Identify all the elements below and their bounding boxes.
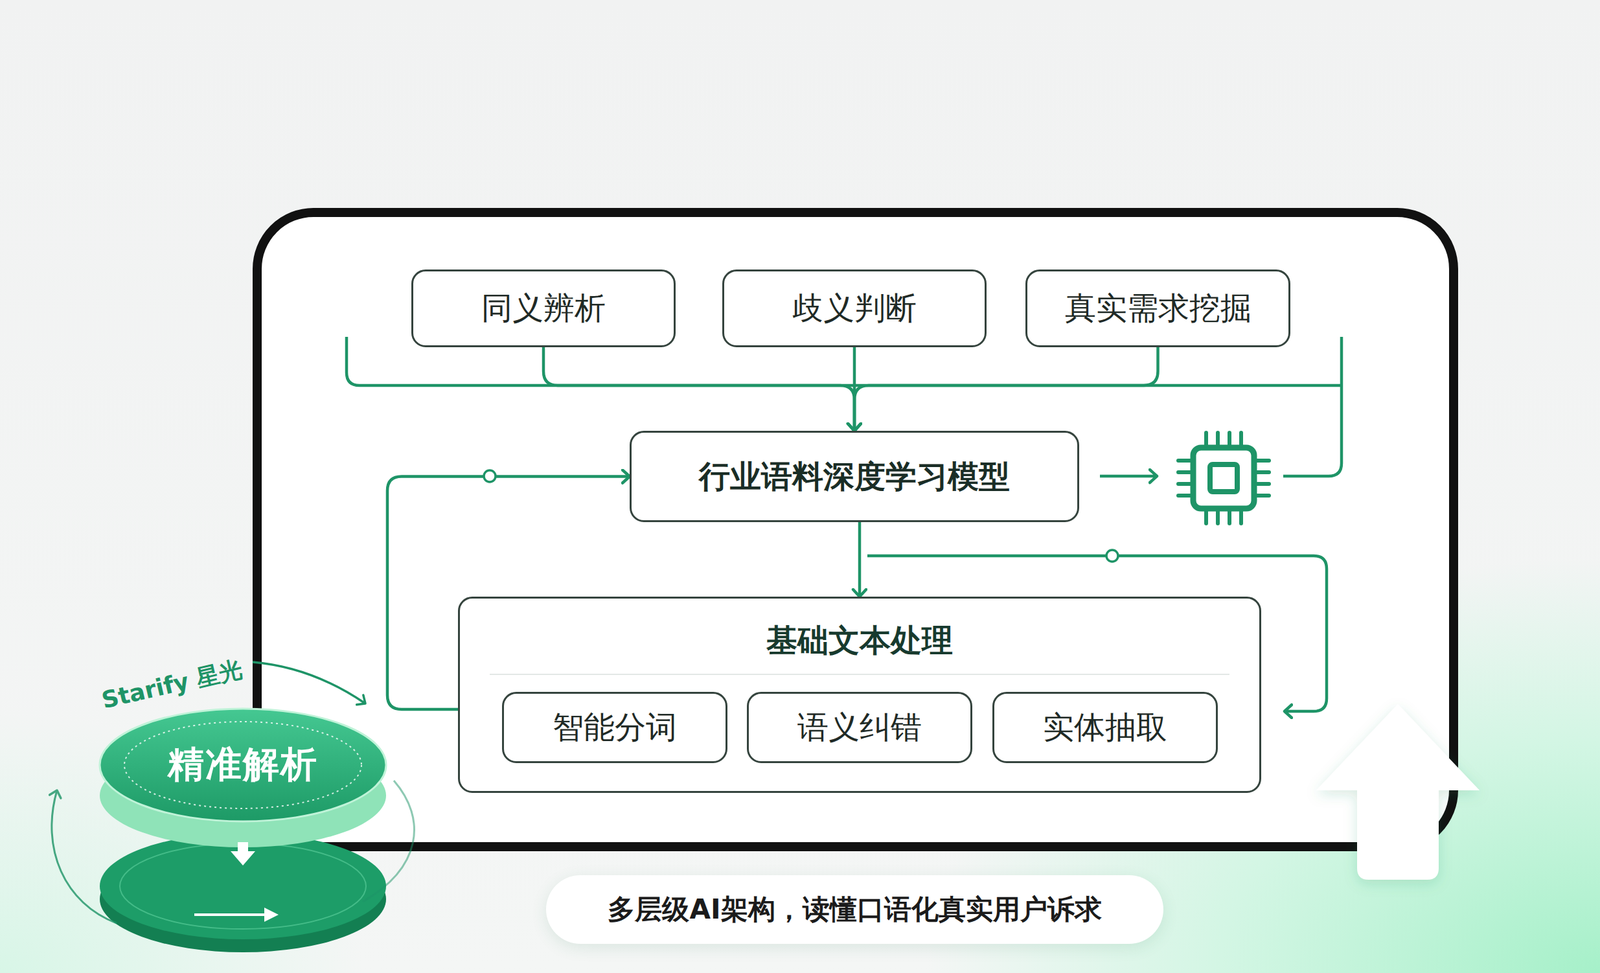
orbit-arc [362, 780, 414, 902]
disc-layer [99, 845, 387, 953]
caption-text: 多层级AI架构，读懂口语化真实用户诉求 [607, 891, 1102, 928]
node-text: 实体抽取 [1042, 706, 1168, 749]
outer-frame [257, 212, 1454, 847]
divider [489, 673, 1230, 675]
orbit-arc [51, 790, 117, 924]
chip-arrow [1099, 474, 1157, 479]
process-box: 真实需求挖掘 [1025, 269, 1291, 348]
disc-arrow [194, 913, 267, 916]
node-text: 语义纠错 [797, 706, 922, 749]
chip-body [1193, 447, 1255, 509]
process-box: 智能分词 [502, 691, 728, 764]
disc-ring [119, 843, 366, 929]
junction-dot [483, 470, 496, 482]
model-box: 行业语料深度学习模型 [629, 430, 1080, 523]
connector [858, 522, 862, 597]
chip-icon [1178, 432, 1269, 524]
connector [853, 347, 857, 431]
junction-dot [1106, 549, 1119, 562]
chip-core [1210, 464, 1238, 492]
up-arrow [1316, 704, 1480, 880]
process-box: 实体抽取 [992, 691, 1218, 764]
node-text: 真实需求挖掘 [1064, 287, 1252, 330]
process-box: 同义辨析 [411, 269, 676, 348]
disc-ring [124, 721, 362, 809]
disc-node: 精准解析 [99, 708, 387, 822]
node-text: 行业语料深度学习模型 [698, 456, 1010, 498]
group-heading: 基础文本处理 [459, 620, 1260, 660]
brand-label: Starify 星光 [98, 653, 246, 718]
node-text: 歧义判断 [792, 287, 917, 330]
connector [854, 347, 1159, 431]
node-text: 同义辨析 [481, 287, 606, 330]
group-box: 基础文本处理智能分词 语义纠错 实体抽取 [457, 596, 1262, 793]
disc-top [99, 708, 387, 822]
feedback-line [1283, 336, 1342, 477]
caption-pill: 多层级AI架构，读懂口语化真实用户诉求 [546, 875, 1164, 944]
label-arrow [252, 662, 366, 704]
node-text: 智能分词 [552, 706, 677, 749]
down-arrow [237, 842, 249, 853]
node-text: 精准解析 [167, 740, 319, 790]
process-box: 语义纠错 [746, 691, 973, 764]
process-box: 歧义判断 [722, 269, 987, 348]
disc-layer [99, 833, 387, 940]
connector [543, 347, 855, 431]
down-arrow [230, 851, 256, 866]
disc-arrow [264, 907, 279, 922]
chip-pins [1178, 432, 1269, 524]
